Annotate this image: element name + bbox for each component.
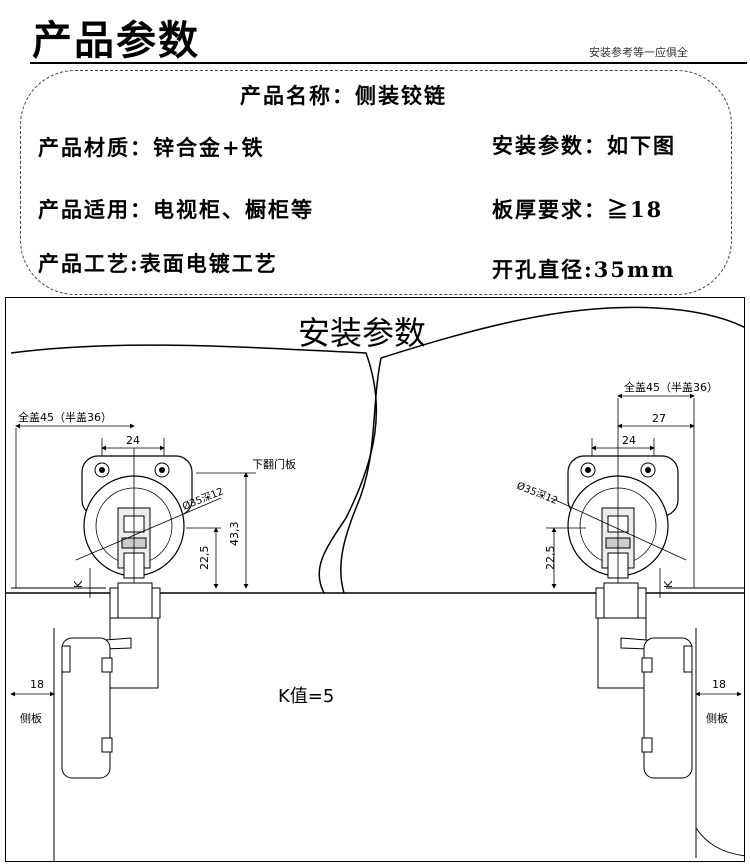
left-hinge: 全盖45（半盖36） 24 Ø35深12 下翻门板 [10, 410, 296, 861]
spec-craft: 产品工艺:表面电镀工艺 [38, 251, 278, 276]
spec-hole: 开孔直径:35mm [492, 257, 676, 282]
right-dim-225: 22,5 [544, 546, 557, 571]
right-side-panel-label: 侧板 [706, 711, 728, 725]
left-k-label: K [72, 580, 85, 588]
page-title: 产品参数 [32, 17, 200, 64]
right-dim-24: 24 [622, 434, 636, 447]
page-subtitle: 安装参考等一应俱全 [589, 46, 688, 59]
right-dim-27: 27 [652, 412, 666, 425]
left-flap-label: 下翻门板 [252, 457, 296, 471]
right-k-label: K [662, 580, 675, 588]
spec-usage: 产品适用：电视柜、橱柜等 [38, 197, 314, 222]
spec-thickness: 板厚要求：≧18 [492, 197, 664, 222]
left-dim-24: 24 [126, 434, 140, 447]
spec-install: 安装参数：如下图 [492, 133, 676, 158]
left-dim-18: 18 [30, 678, 44, 691]
spec-box [20, 70, 732, 295]
spec-product-name: 产品名称：侧装铰链 [240, 83, 447, 108]
installation-diagram: 安装参数 全盖45（半盖36） 24 [5, 297, 745, 862]
left-side-panel-label: 侧板 [20, 711, 42, 725]
right-overlay-label: 全盖45（半盖36） [624, 380, 718, 394]
spec-material: 产品材质：锌合金+铁 [38, 135, 265, 160]
title-underline [30, 62, 747, 64]
panel-seam [340, 357, 382, 594]
right-dim-18: 18 [712, 678, 726, 691]
left-dim-433: 43,3 [228, 522, 241, 547]
door-outline-right [380, 306, 744, 359]
diagram-title: 安装参数 [298, 314, 426, 352]
right-hinge: 全盖45（半盖36） 27 24 Ø35深12 22,5 K [515, 380, 744, 858]
left-dim-225: 22,5 [198, 546, 211, 571]
door-outline [10, 344, 378, 594]
left-overlay-label: 全盖45（半盖36） [18, 410, 112, 424]
right-hole-spec: Ø35深12 [515, 480, 560, 507]
k-value-label: K值=5 [278, 686, 334, 707]
